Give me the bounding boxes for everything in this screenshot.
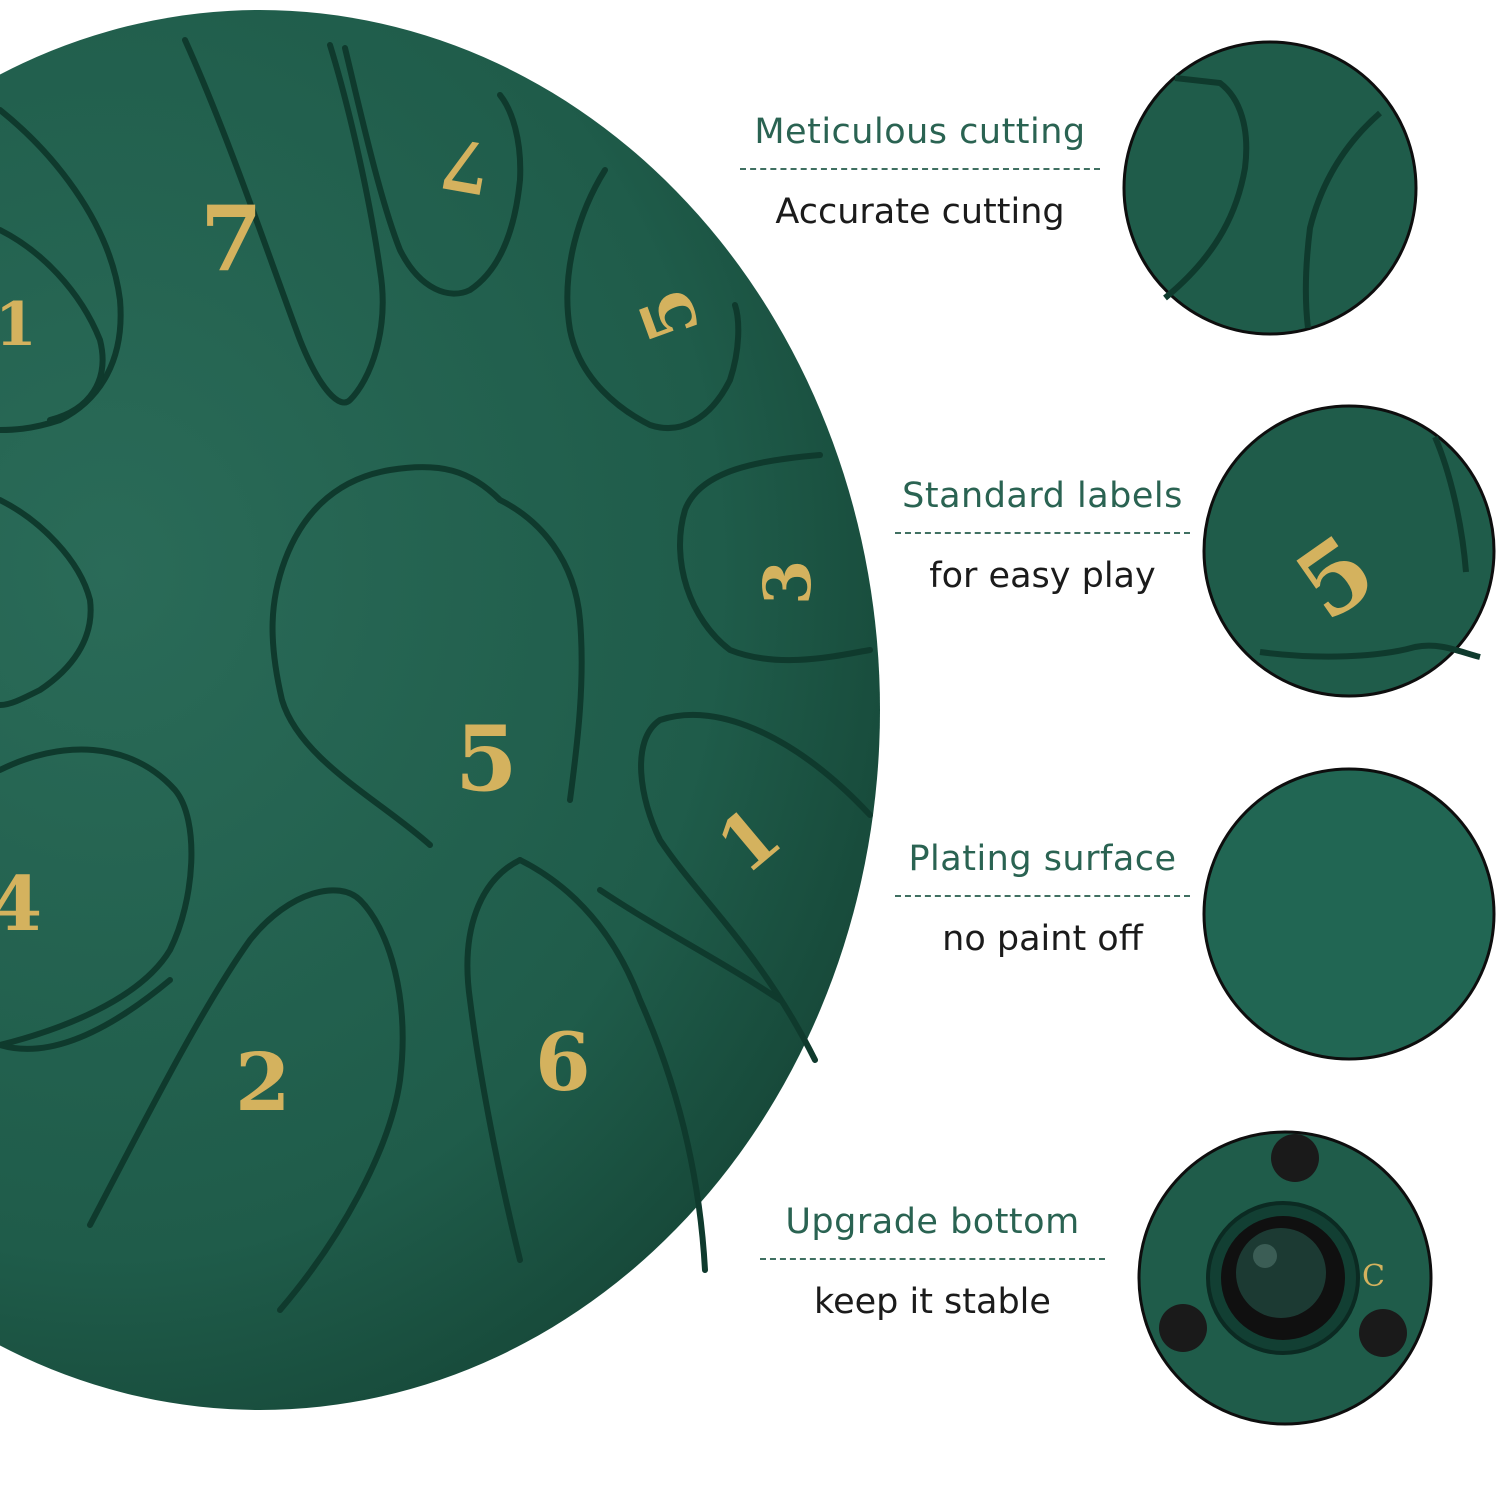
feature-subtitle: no paint off (942, 919, 1143, 959)
feature-standard-labels: Standard labels for easy play (895, 476, 1190, 596)
surface-closeup-icon (1202, 767, 1496, 1061)
note-label-2: 2 (235, 1035, 291, 1129)
note-label-7a: 7 (200, 186, 263, 292)
cut-edge-closeup-icon (1122, 40, 1418, 336)
note-label-3: 3 (750, 560, 826, 605)
drum-body (0, 10, 880, 1410)
feature-title: Upgrade bottom (785, 1202, 1080, 1242)
note-label-1b: 1 (0, 290, 37, 360)
feature-subtitle: for easy play (929, 556, 1156, 596)
feature-upgrade-bottom: Upgrade bottom keep it stable (760, 1202, 1105, 1322)
feature-plating-surface: Plating surface no paint off (895, 839, 1190, 959)
feature-title: Plating surface (908, 839, 1177, 879)
note-label-6: 6 (535, 1015, 591, 1109)
feature-title: Standard labels (902, 476, 1183, 516)
feature-subtitle: Accurate cutting (775, 192, 1065, 232)
dashed-divider (760, 1258, 1105, 1260)
dashed-divider (895, 895, 1190, 897)
detail-label: C (1362, 1259, 1385, 1294)
bottom-closeup-icon: C (1137, 1130, 1433, 1426)
feature-meticulous-cutting: Meticulous cutting Accurate cutting (740, 112, 1100, 232)
feature-title: Meticulous cutting (754, 112, 1086, 152)
feature-subtitle: keep it stable (814, 1282, 1051, 1322)
dashed-divider (895, 532, 1190, 534)
dashed-divider (740, 168, 1100, 170)
label-closeup-icon: 5 (1202, 404, 1496, 698)
note-label-5b: 5 (455, 706, 518, 812)
tongue-drum-image: 7 7 5 3 5 1 6 2 4 1 (0, 10, 880, 1410)
note-label-4: 4 (0, 860, 42, 948)
